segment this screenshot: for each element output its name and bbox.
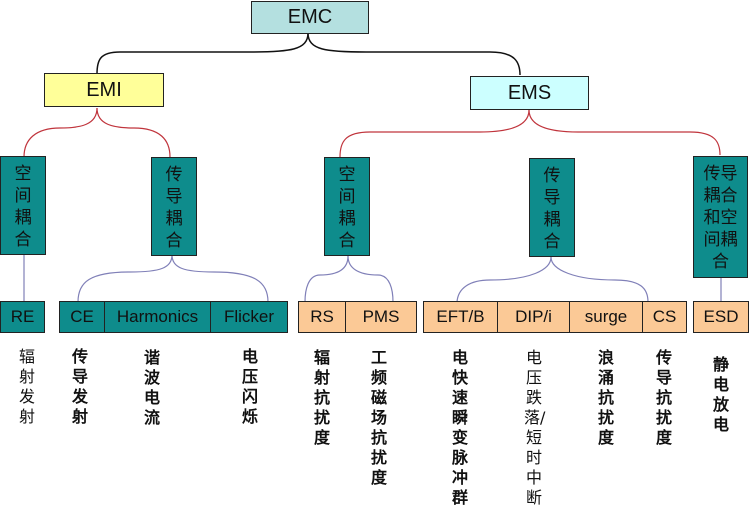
leaf-ce: CE [70,307,94,326]
leaf-esd: ESD [693,301,749,333]
desc-surge: 浪涌抗扰度 [597,348,614,447]
leaf-group-ems-conduct: EFT/B DIP/i surge CS [423,301,687,333]
connector-ems-conduct-eft [456,256,552,303]
node-ems-both-coupling: 传导耦合和空间耦合 [693,156,748,278]
connector-ems-conduct-cs [550,256,649,303]
node-ems-conduct-coupling: 传导耦合 [529,158,575,257]
leaf-harmonics: Harmonics [104,302,210,332]
desc-esd: 静电放电 [712,355,729,434]
connector-emc-ems [307,32,521,76]
leaf-eftb: EFT/B [436,307,485,326]
leaf-cs: CS [642,302,686,332]
connector-ems-space [339,109,530,158]
desc-ce: 传导发射 [71,347,88,426]
desc-cs: 传导抗扰度 [655,348,672,447]
desc-re: 辐射发射 [18,347,35,426]
desc-flicker: 电压闪烁 [241,347,258,426]
node-emi-conduct-coupling: 传导耦合 [151,157,197,256]
node-ems: EMS [470,76,589,110]
connector-ems-space-rs [304,255,349,303]
connector-conduct-ce [77,254,173,303]
desc-harmonics: 谐波电流 [143,348,160,427]
connector-emi-conduct [96,107,171,158]
connector-ems-both [528,109,721,156]
leaf-surge: surge [569,302,642,332]
node-emc: EMC [251,1,369,34]
node-emi-space-coupling: 空间耦合 [0,156,46,255]
leaf-re: RE [0,301,45,333]
leaf-rs: RS [310,307,334,326]
connector-conduct-flicker [171,254,269,303]
desc-dipi: 电压跌落/短时中断 [524,348,546,507]
leaf-group-emi-conduct: CE Harmonics Flicker [59,301,288,333]
leaf-dipi: DIP/i [497,302,569,332]
desc-pms: 工频磁场抗扰度 [370,348,387,487]
desc-rs: 辐射抗扰度 [313,348,330,447]
node-ems-space-coupling: 空间耦合 [324,157,370,256]
leaf-flicker: Flicker [210,302,287,332]
leaf-pms: PMS [345,302,416,332]
connector-emc-emi [96,32,309,75]
connector-ems-space-pms [347,255,394,303]
desc-eftb: 电快速瞬变脉冲群 [451,348,468,507]
node-emi: EMI [44,73,164,107]
connector-emi-space [23,107,98,158]
leaf-group-ems-space: RS PMS [298,301,417,333]
